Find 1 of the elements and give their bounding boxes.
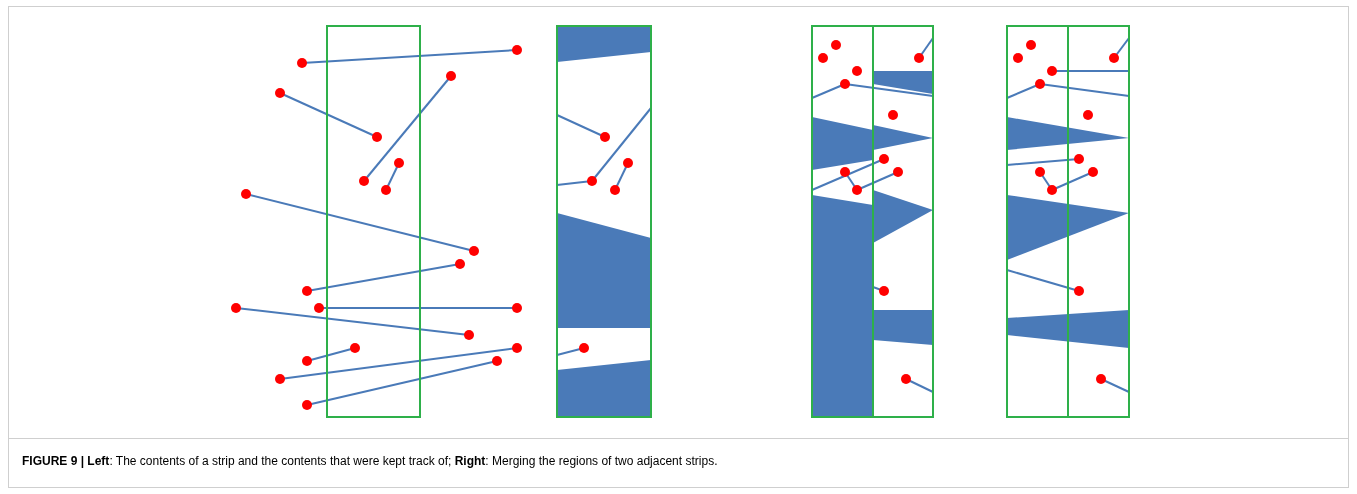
figure-caption: FIGURE 9 | Left: The contents of a strip and the contents that were kept track of; Right: Merging the regions of two adjacent strips. bbox=[22, 453, 718, 470]
